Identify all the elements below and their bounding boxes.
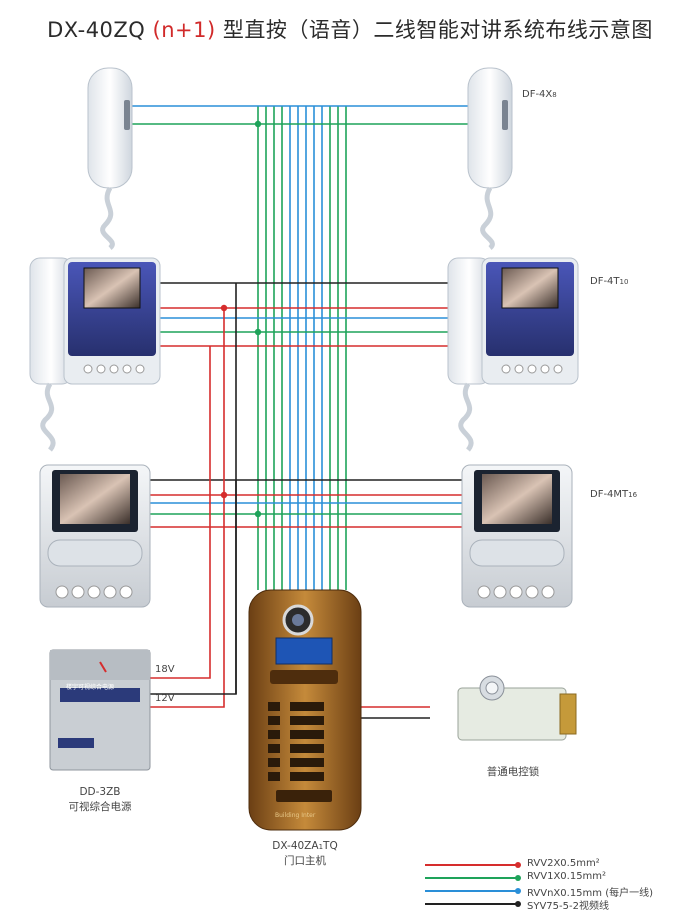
power-supply [49,649,151,771]
door-station [248,589,362,831]
page-title: DX-40ZQ (n+1) 型直按（语音）二线智能对讲系统布线示意图 [0,14,700,44]
label-silver-monitor: DF-4MT16 [590,489,638,500]
silver-monitor-right [461,464,573,608]
caption-lock: 普通电控锁 [486,766,540,778]
blue-monitor-right [447,257,579,452]
legend-item: RVV1X0.15mm² [425,871,685,884]
blue-monitor-left [29,257,161,452]
legend-swatch [425,862,521,868]
handset-row-wires [130,105,468,128]
legend-swatch [425,875,521,881]
blue-monitor-row-wires [160,282,448,347]
electric-lock [457,675,577,741]
legend-item: RVV2X0.5mm² [425,858,685,871]
caption-door-model: DX-40ZA1TQ [272,840,338,852]
power-wires [150,283,430,719]
title-suffix: (n+1) [152,18,216,42]
handset-right [467,67,513,250]
label-blue-monitor: DF-4T10 [590,276,629,287]
label-handset: DF-4X8 [522,89,557,100]
caption-power-model: DD-3ZB [79,786,121,798]
silver-monitor-row-wires [150,479,462,528]
label-12v: 12V [155,693,175,704]
legend-text: RVVnX0.15mm (每户一线) [527,888,654,899]
legend: RVV2X0.5mm² RVV1X0.15mm² RVVnX0.15mm (每户… [425,858,685,912]
power-panel-text: 楼宇可视综合电源 [66,684,115,691]
handset-left [87,67,133,250]
legend-swatch [425,901,521,907]
caption-power-name: 可视综合电源 [68,801,132,813]
door-footer-text: Building Inter [275,812,316,819]
legend-text: SYV75-5-2视频线 [527,901,609,912]
label-18v: 18V [155,664,175,675]
legend-item: RVVnX0.15mm (每户一线) [425,884,685,899]
title-rest: 型直按（语音）二线智能对讲系统布线示意图 [222,18,653,42]
legend-text: RVV1X0.15mm² [527,871,607,882]
legend-item: SYV75-5-2视频线 [425,897,685,912]
legend-text: RVV2X0.5mm² [527,858,600,869]
title-model: DX-40ZQ [47,18,146,42]
silver-monitor-left [39,464,151,608]
caption-door-name: 门口主机 [284,855,326,867]
legend-swatch [425,888,521,894]
trunk-wires [257,106,347,590]
